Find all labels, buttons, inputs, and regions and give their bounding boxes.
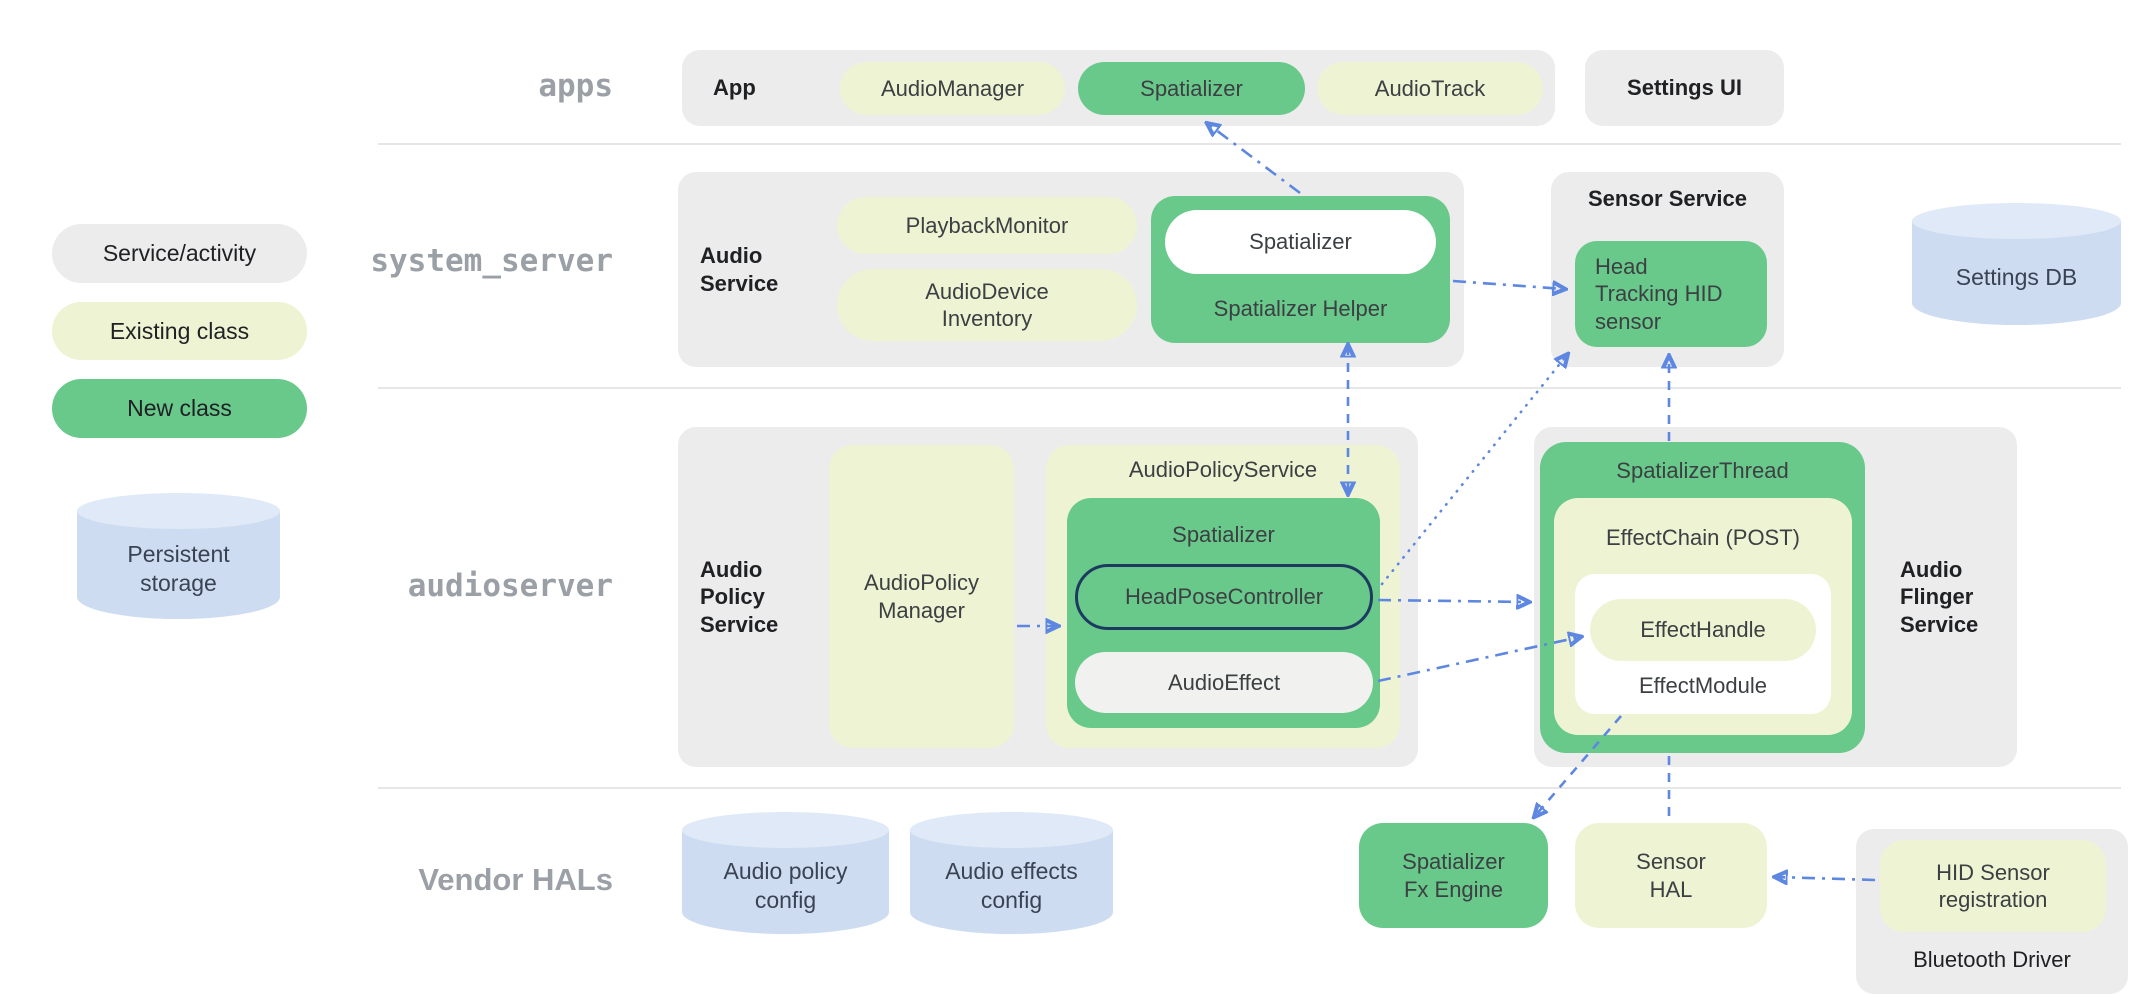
spatializer-helper-label: Spatializer Helper <box>1213 295 1388 321</box>
row-label-vendor-hals: Vendor HALs <box>418 862 613 897</box>
audiotrack-pill: AudioTrack <box>1317 62 1543 115</box>
audioeffect-pill: AudioEffect <box>1075 652 1373 713</box>
effectchain-label: EffectChain (POST) <box>1606 525 1800 551</box>
settings-db-cylinder: Settings DB <box>1912 203 2121 325</box>
legend-persistent-storage-cylinder: Persistent storage <box>77 493 280 619</box>
audiopolicy-manager-box: AudioPolicy Manager <box>829 445 1014 748</box>
audio-policy-config-label: Audio policy config <box>723 858 848 913</box>
row-label-audioserver: audioserver <box>407 568 613 604</box>
settings-db-label: Settings DB <box>1955 263 2078 290</box>
audio-effects-config-cylinder: Audio effects config <box>910 812 1113 934</box>
row-label-apps: apps <box>538 68 613 104</box>
headposecontroller-pill: HeadPoseController <box>1075 564 1373 630</box>
audioserver-spatializer-label: Spatializer <box>1172 522 1275 548</box>
row-label-system-server: system_server <box>370 243 613 279</box>
head-tracking-hid-sensor-box: Head Tracking HID sensor <box>1575 241 1767 347</box>
cylinder-top <box>910 812 1113 848</box>
cylinder-top <box>77 493 280 529</box>
effecthandle-pill: EffectHandle <box>1590 599 1816 661</box>
app-label: App <box>713 75 756 101</box>
arrow-helper-to-hid-sensor <box>1452 279 1564 289</box>
audio-flinger-service-label: Audio Flinger Service <box>1900 557 1979 637</box>
cylinder-top <box>1912 203 2121 239</box>
effectmodule-label: EffectModule <box>1638 673 1767 699</box>
legend-service-activity: Service/activity <box>52 224 307 283</box>
app-spatializer-pill: Spatializer <box>1078 62 1305 115</box>
playbackmonitor-pill: PlaybackMonitor <box>837 197 1137 254</box>
bluetooth-driver-label: Bluetooth Driver <box>1913 947 2071 973</box>
audio-service-label: Audio Service <box>700 243 779 296</box>
audiodevice-inventory-pill: AudioDevice Inventory <box>837 269 1137 341</box>
audio-policy-service-label: Audio Policy Service <box>700 557 779 637</box>
legend-existing-class: Existing class <box>52 302 307 360</box>
cylinder-body <box>77 511 280 619</box>
row-separator-audioserver <box>378 787 2121 789</box>
cylinder-top <box>682 812 889 848</box>
system-spatializer-pill: Spatializer <box>1165 210 1436 274</box>
spatializer-fx-engine-box: Spatializer Fx Engine <box>1359 823 1548 928</box>
hid-sensor-registration-box: HID Sensor registration <box>1880 840 2106 932</box>
audio-policy-config-cylinder: Audio policy config <box>682 812 889 934</box>
row-separator-apps <box>378 143 2121 145</box>
row-separator-system-server <box>378 387 2121 389</box>
sensor-hal-box: Sensor HAL <box>1575 823 1767 928</box>
audiopolicyservice-label: AudioPolicyService <box>1128 457 1318 483</box>
legend-new-class: New class <box>52 379 307 438</box>
settings-ui-box: Settings UI <box>1585 50 1784 126</box>
audiomanager-pill: AudioManager <box>840 62 1065 115</box>
persistent-storage-label: Persistent storage <box>127 541 230 596</box>
sensor-service-label: Sensor Service <box>1588 186 1747 212</box>
audio-effects-config-label: Audio effects config <box>945 858 1078 913</box>
spatializerthread-label: SpatializerThread <box>1616 458 1789 484</box>
